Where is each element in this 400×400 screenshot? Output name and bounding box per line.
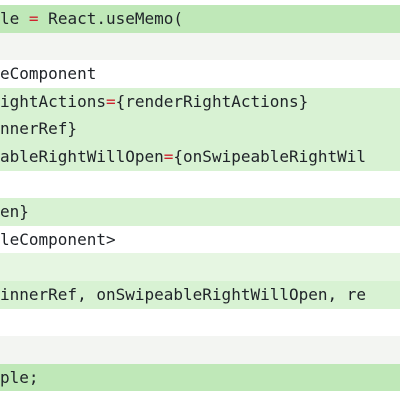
code-token: ple; (0, 367, 39, 387)
code-token: en} (0, 202, 29, 222)
diff-line: leComponent> (0, 225, 400, 254)
diff-line (0, 253, 400, 281)
diff-line (0, 170, 400, 199)
diff-code-lines: le = React.useMemo( eComponent ightActions… (0, 5, 400, 400)
code-token: eComponent (0, 64, 97, 84)
diff-line: le = React.useMemo( (0, 5, 400, 33)
code-operator-token: = (163, 146, 174, 166)
code-token: innerRef, onSwipeableRightWillOpen, re (0, 284, 367, 304)
code-token: leComponent> (0, 229, 116, 249)
diff-line (0, 391, 400, 400)
diff-line: innerRef, onSwipeableRightWillOpen, re (0, 280, 400, 309)
code-token: {onSwipeableRightWil (173, 146, 367, 166)
diff-line (0, 336, 400, 364)
code-token: ableRightWillOpen (0, 146, 164, 166)
diff-line: eComponent (0, 60, 400, 88)
code-operator-token: = (105, 91, 116, 111)
diff-line: ightActions={renderRightActions} (0, 87, 400, 116)
diff-line (0, 32, 400, 61)
diff-line: nnerRef} (0, 115, 400, 143)
code-token: {renderRightActions} (115, 91, 309, 111)
code-token: ightActions (0, 91, 106, 111)
code-token: React.useMemo( (38, 9, 184, 28)
code-token: le (0, 9, 29, 28)
diff-line: ableRightWillOpen={onSwipeableRightWil (0, 142, 400, 171)
diff-line: en} (0, 198, 400, 226)
diff-line: ple; (0, 363, 400, 392)
diff-line (0, 308, 400, 337)
code-token: nnerRef} (0, 119, 78, 139)
code-operator-token: = (28, 9, 39, 28)
